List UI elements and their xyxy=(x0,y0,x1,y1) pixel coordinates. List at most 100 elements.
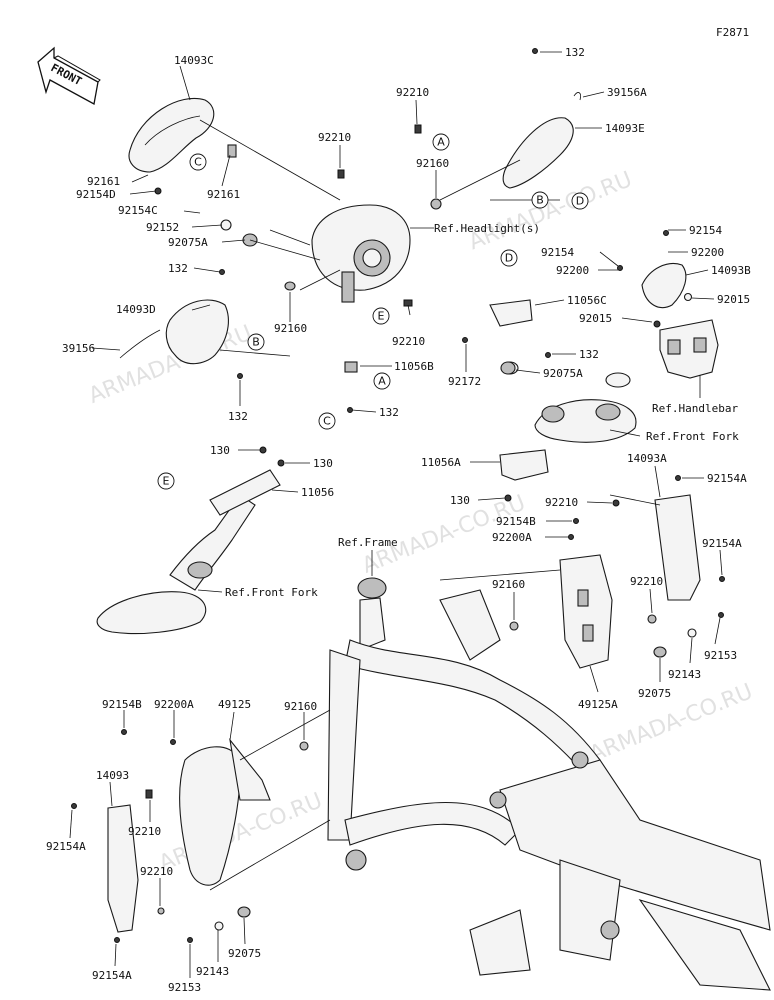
part-label: 11056A xyxy=(421,456,461,469)
part-label: 92200A xyxy=(154,698,194,711)
part-label: 92075 xyxy=(228,947,261,960)
part-label: 92153 xyxy=(704,649,737,662)
part-label: 39156A xyxy=(607,86,647,99)
part-label: 92154A xyxy=(702,537,742,550)
ref-markers: C A B D E B A C D E xyxy=(157,133,589,490)
part-label: 92210 xyxy=(545,496,578,509)
part-label: 92154A xyxy=(46,840,86,853)
watermark-text: ARMADA-CO.RU xyxy=(465,167,635,255)
part-label: 92210 xyxy=(140,865,173,878)
part-label: 14093 xyxy=(96,769,129,782)
part-label: 92160 xyxy=(274,322,307,335)
part-label: 92154 xyxy=(689,224,722,237)
ref-marker-circle xyxy=(531,191,549,209)
part-label: 92160 xyxy=(416,157,449,170)
part-label: 92015 xyxy=(579,312,612,325)
part-label: 92154A xyxy=(707,472,747,485)
motorcycle-frame xyxy=(327,577,771,991)
part-label: 92172 xyxy=(448,375,481,388)
part-label: 49125A xyxy=(578,698,618,711)
part-label: 92154B xyxy=(496,515,536,528)
part-label: 92160 xyxy=(284,700,317,713)
cover-14093 xyxy=(107,804,139,933)
part-label: 92210 xyxy=(392,335,425,348)
part-label: 39156 xyxy=(62,342,95,355)
figure-code: F2871 xyxy=(716,26,749,39)
part-label: 92075A xyxy=(543,367,583,380)
part-label: 132 xyxy=(565,46,585,59)
part-label: 92154D xyxy=(76,188,116,201)
part-label: Ref.Front Fork xyxy=(646,430,739,443)
part-label: 92161 xyxy=(87,175,120,188)
cover-14093a xyxy=(654,494,701,601)
ref-marker: A xyxy=(378,375,386,388)
part-label: 92210 xyxy=(128,825,161,838)
part-label: 11056 xyxy=(301,486,334,499)
part-label: 92161 xyxy=(207,188,240,201)
ref-marker: E xyxy=(378,310,385,323)
cover-14093d xyxy=(119,299,229,365)
part-label: Ref.Front Fork xyxy=(225,586,318,599)
part-label: 14093D xyxy=(116,303,156,316)
part-label: 92015 xyxy=(717,293,750,306)
part-label: 92200A xyxy=(492,531,532,544)
part-label: 132 xyxy=(168,262,188,275)
part-label: 92160 xyxy=(492,578,525,591)
part-label: 92200 xyxy=(556,264,589,277)
ref-marker: E xyxy=(163,475,170,488)
part-label: Ref.Headlight(s) xyxy=(434,222,540,235)
part-label: 92143 xyxy=(668,668,701,681)
ref-marker-circle xyxy=(157,472,175,490)
ref-marker: D xyxy=(505,252,513,265)
ref-marker-circle xyxy=(247,333,265,351)
part-label: 92152 xyxy=(146,221,179,234)
watermark-text: ARMADA-CO.RU xyxy=(586,679,756,767)
ref-marker-circle xyxy=(189,153,207,171)
ref-marker-circle xyxy=(571,192,589,210)
ref-marker-circle xyxy=(500,249,518,267)
leader-lines xyxy=(69,51,723,978)
part-label: 132 xyxy=(379,406,399,419)
ref-marker: C xyxy=(194,156,202,169)
part-label: 49125 xyxy=(218,698,251,711)
part-label: 14093E xyxy=(605,122,645,135)
part-label: 92154C xyxy=(118,204,158,217)
part-label: 92153 xyxy=(168,981,201,994)
part-label: 92075 xyxy=(638,687,671,700)
ref-marker: A xyxy=(437,136,445,149)
part-label: 92154B xyxy=(102,698,142,711)
ref-marker-circle xyxy=(432,133,450,151)
front-fork-left xyxy=(96,469,281,635)
part-label: 92210 xyxy=(318,131,351,144)
part-label: 92154 xyxy=(541,246,574,259)
part-label: 14093B xyxy=(711,264,751,277)
part-label: 92210 xyxy=(630,575,663,588)
ref-marker: D xyxy=(576,195,584,208)
panel-49125a xyxy=(559,554,613,669)
part-label: Ref.Frame xyxy=(338,536,398,549)
part-label: 11056C xyxy=(567,294,607,307)
part-labels: 14093C 92161 92154D 92161 92154C 92152 9… xyxy=(46,46,751,994)
ref-marker-circle xyxy=(372,307,390,325)
part-label: Ref.Handlebar xyxy=(652,402,738,415)
part-label: 132 xyxy=(579,348,599,361)
part-label: 130 xyxy=(313,457,333,470)
part-label: 130 xyxy=(210,444,230,457)
part-label: 130 xyxy=(450,494,470,507)
panel-49125 xyxy=(179,738,271,886)
part-label: 92143 xyxy=(196,965,229,978)
bracket-11056a xyxy=(499,449,549,481)
ref-marker: C xyxy=(323,415,331,428)
cover-14093e xyxy=(502,92,581,189)
part-label: 132 xyxy=(228,410,248,423)
front-arrow-icon: FRONT xyxy=(37,46,101,106)
fasteners xyxy=(71,48,725,943)
ref-marker-circle xyxy=(318,412,336,430)
part-label: 11056B xyxy=(394,360,434,373)
headlight-housing xyxy=(311,204,411,303)
cover-14093c xyxy=(128,98,237,173)
part-label: 92075A xyxy=(168,236,208,249)
cover-14093b xyxy=(641,263,687,309)
handlebar-bracket xyxy=(659,319,719,379)
